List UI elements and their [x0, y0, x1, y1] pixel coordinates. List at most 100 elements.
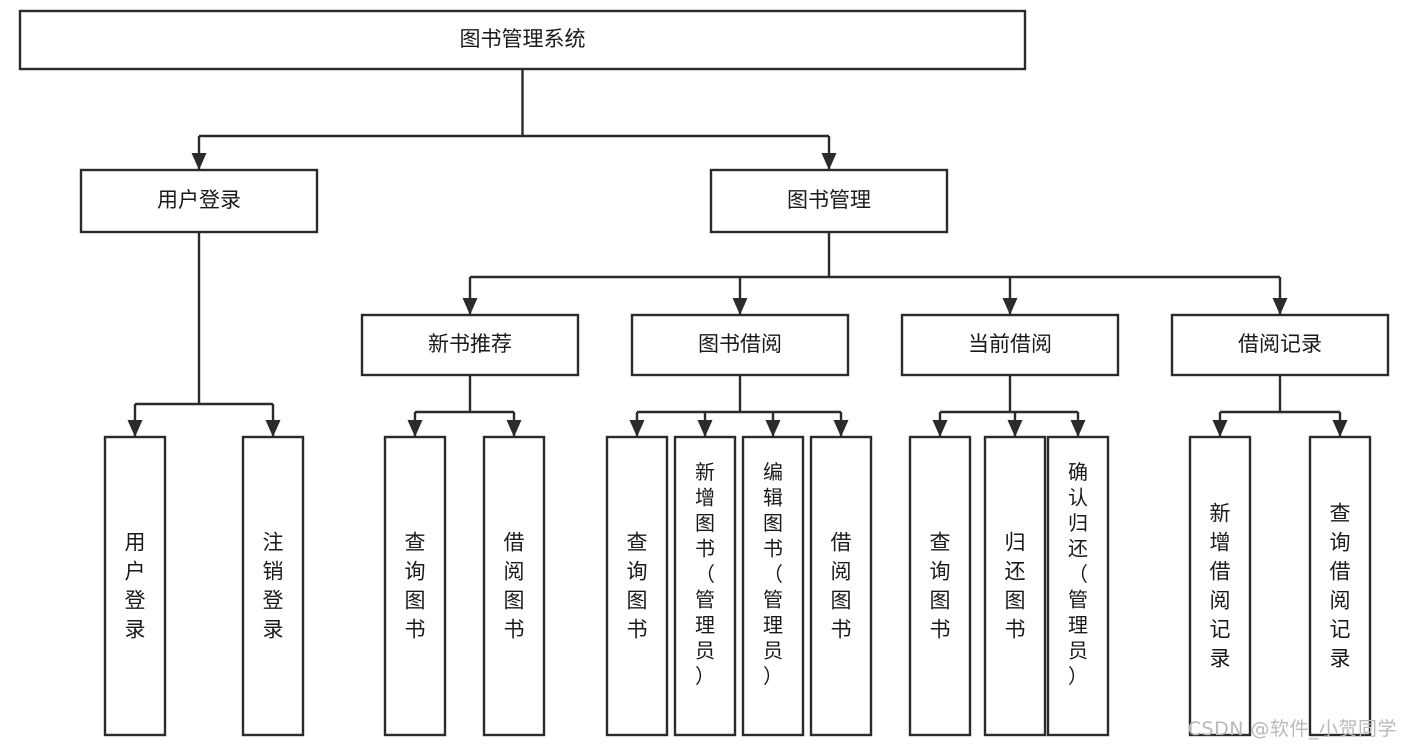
arrow-head-icon: [191, 153, 207, 170]
node-box-book-manage[interactable]: [709, 168, 949, 234]
node-label-char: 编: [763, 460, 783, 484]
node-label-char: 管: [763, 587, 783, 611]
node-box-leaf-add-book[interactable]: [673, 435, 737, 737]
arrow-head-icon: [1332, 420, 1348, 437]
node-label-char: 查: [930, 531, 951, 555]
node-box-current-borrow[interactable]: [900, 313, 1120, 377]
node-label-char: 询: [930, 560, 951, 584]
node-label-char: 查: [1330, 502, 1351, 526]
node-box-leaf-add-record[interactable]: [1188, 435, 1252, 737]
node-label-char: 图: [930, 589, 951, 613]
node-box-leaf-confirm-return[interactable]: [1046, 435, 1110, 737]
node-label-char: 员: [1068, 638, 1088, 662]
node-box-root[interactable]: [18, 9, 1027, 71]
node-label-char: 注: [263, 531, 284, 555]
node-label-char: 书: [1005, 618, 1026, 642]
node-box-leaf-borrow-book-1[interactable]: [482, 435, 546, 737]
node-label-char: 记: [1330, 618, 1351, 642]
node-label-char: ）: [763, 664, 783, 688]
node-label-char: 图: [763, 511, 783, 535]
node-label-char: 图: [627, 589, 648, 613]
node-label-char: 增: [1210, 531, 1231, 555]
node-label-char: （: [1068, 562, 1088, 586]
arrow-head-icon: [821, 153, 837, 170]
node-borrow-record[interactable]: 借阅记录: [1170, 313, 1390, 377]
node-label-current-borrow: 当前借阅: [968, 332, 1052, 356]
node-label-char: 记: [1210, 618, 1231, 642]
node-label-new-book-rec: 新书推荐: [428, 332, 512, 356]
node-box-leaf-return-book[interactable]: [983, 435, 1047, 737]
arrow-head-icon: [127, 420, 143, 437]
node-label-char: 管: [1068, 587, 1088, 611]
node-label-char: 辑: [763, 485, 783, 509]
node-label-char: （: [763, 562, 783, 586]
node-label-user-login: 用户登录: [157, 188, 241, 212]
node-label-char: （: [695, 562, 715, 586]
arrow-head-icon: [833, 420, 849, 437]
node-box-leaf-user-logout[interactable]: [241, 435, 305, 737]
arrow-head-icon: [765, 420, 781, 437]
node-box-leaf-edit-book[interactable]: [741, 435, 805, 737]
node-label-char: 查: [405, 531, 426, 555]
node-root[interactable]: 图书管理系统: [18, 9, 1027, 71]
node-label-char: 阅: [504, 560, 525, 584]
node-book-manage[interactable]: 图书管理: [709, 168, 949, 234]
node-label-char: 图: [831, 589, 852, 613]
node-label-char: 还: [1005, 560, 1026, 584]
node-box-leaf-query-book-1[interactable]: [383, 435, 447, 737]
node-label-char: 书: [627, 618, 648, 642]
node-current-borrow[interactable]: 当前借阅: [900, 313, 1120, 377]
node-box-borrow-record[interactable]: [1170, 313, 1390, 377]
arrow-head-icon: [407, 420, 423, 437]
node-label-char: 书: [405, 618, 426, 642]
node-box-user-login[interactable]: [79, 168, 319, 234]
node-user-login[interactable]: 用户登录: [79, 168, 319, 234]
arrow-head-icon: [506, 420, 522, 437]
node-label-char: 登: [125, 589, 146, 613]
node-box-leaf-borrow-book-2[interactable]: [809, 435, 873, 737]
node-label-char: 阅: [1330, 589, 1351, 613]
node-label-char: 图: [405, 589, 426, 613]
node-new-book-rec[interactable]: 新书推荐: [360, 313, 580, 377]
node-label-char: 认: [1068, 485, 1088, 509]
node-label-char: 户: [125, 560, 146, 584]
node-label-char: 书: [695, 536, 715, 560]
node-label-char: 理: [1068, 613, 1088, 637]
node-label-char: 询: [627, 560, 648, 584]
node-box-leaf-query-book-3[interactable]: [908, 435, 972, 737]
arrow-head-icon: [629, 420, 645, 437]
node-book-borrow[interactable]: 图书借阅: [630, 313, 850, 377]
node-label-char: 确: [1068, 460, 1088, 484]
node-label-root: 图书管理系统: [460, 27, 586, 51]
node-label-char: 询: [1330, 531, 1351, 555]
arrow-head-icon: [932, 420, 948, 437]
arrow-head-icon: [1070, 420, 1086, 437]
node-label-char: 查: [627, 531, 648, 555]
node-leaf-user-login[interactable]: 用户登录: [103, 435, 167, 737]
node-box-leaf-user-login[interactable]: [103, 435, 167, 737]
node-box-leaf-query-record[interactable]: [1308, 435, 1372, 737]
node-label-char: 录: [1210, 647, 1231, 671]
arrow-head-icon: [1007, 420, 1023, 437]
node-label-char: 新: [695, 460, 715, 484]
node-label-char: ）: [695, 664, 715, 688]
node-box-leaf-query-book-2[interactable]: [605, 435, 669, 737]
node-label-char: 图: [504, 589, 525, 613]
node-box-book-borrow[interactable]: [630, 313, 850, 377]
node-label-char: 图: [1005, 589, 1026, 613]
arrow-head-icon: [697, 420, 713, 437]
node-box-new-book-rec[interactable]: [360, 313, 580, 377]
